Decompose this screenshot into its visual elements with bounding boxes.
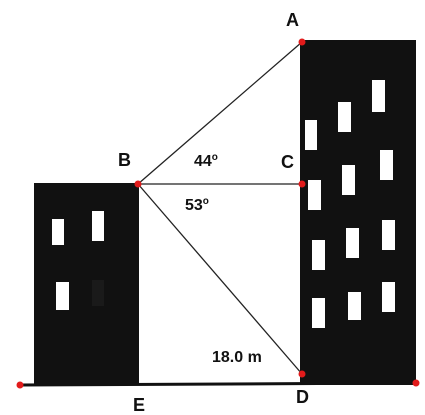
label-c: C: [281, 152, 294, 172]
angle-lower-value: 53: [185, 197, 203, 214]
angle-lower-label: 53o: [185, 196, 209, 214]
point-c: [298, 180, 306, 188]
construction-lines: [137, 41, 303, 375]
window: [92, 211, 104, 241]
right-building: [300, 40, 416, 385]
line-BA: [137, 41, 303, 185]
angle-upper-label: 44o: [194, 152, 218, 170]
window: [346, 228, 359, 258]
window: [342, 165, 355, 195]
point-ground-left: [16, 381, 24, 389]
window: [312, 240, 325, 270]
window: [312, 298, 325, 328]
window: [92, 280, 104, 306]
right-building-body: [300, 40, 416, 385]
window: [382, 282, 395, 312]
points: [16, 38, 420, 389]
distance-label: 18.0 m: [212, 349, 262, 366]
label-e: E: [133, 395, 145, 415]
label-a: A: [286, 10, 299, 30]
point-a: [298, 38, 306, 46]
point-d: [298, 370, 306, 378]
point-b: [134, 180, 142, 188]
angle-upper-unit: o: [212, 152, 218, 163]
point-ground-right: [412, 379, 420, 387]
angle-lower-unit: o: [203, 196, 209, 207]
window: [348, 292, 361, 320]
window: [338, 102, 351, 132]
left-building: [34, 183, 139, 385]
window: [52, 219, 64, 245]
window: [56, 282, 69, 310]
window: [308, 180, 321, 210]
left-building-body: [34, 183, 139, 385]
window: [372, 80, 385, 112]
label-b: B: [118, 150, 131, 170]
angle-upper-value: 44: [194, 153, 212, 170]
window: [305, 120, 317, 150]
window: [380, 150, 393, 180]
window: [382, 220, 395, 250]
line-BD: [137, 183, 303, 375]
label-d: D: [296, 387, 309, 407]
